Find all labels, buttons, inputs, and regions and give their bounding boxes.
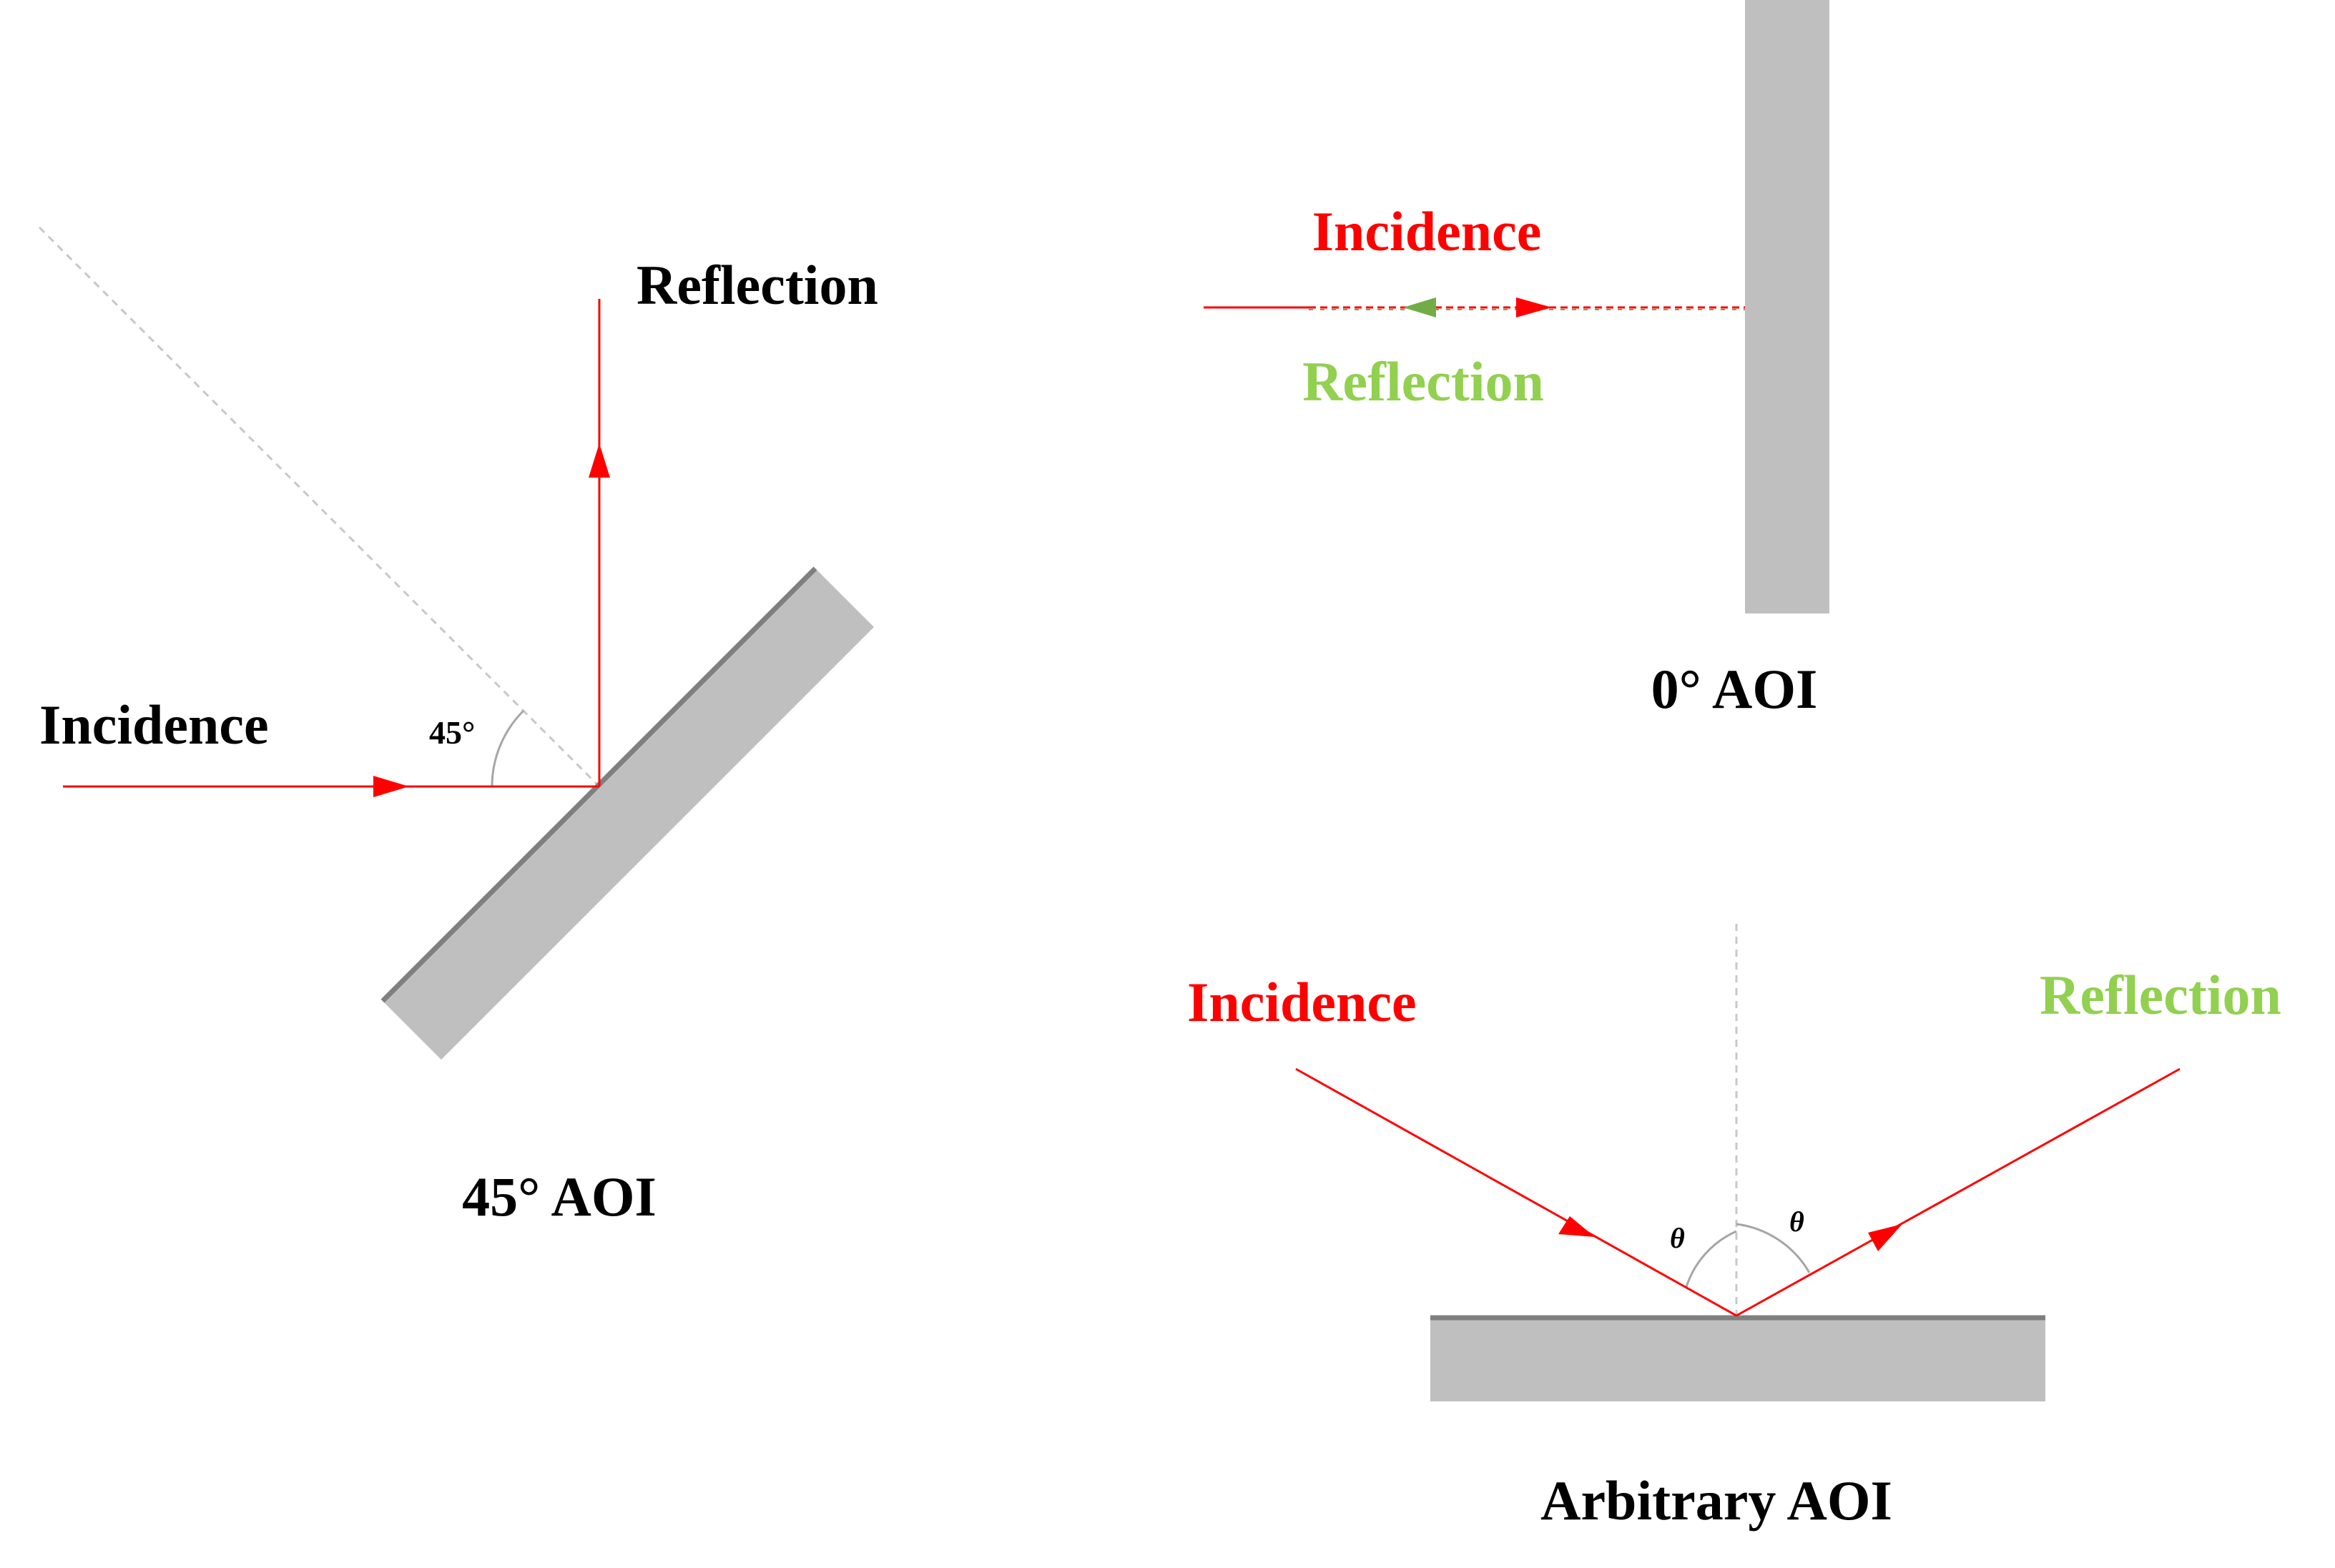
incidence-label: Incidence: [1187, 971, 1417, 1033]
angle-arc-right: [1736, 1223, 1811, 1273]
angle-label: 45°: [429, 714, 475, 751]
incidence-label: Incidence: [1312, 200, 1542, 262]
mirror-arbitrary: [1430, 1318, 2045, 1401]
panel-0-aoi: Incidence Reflection 0° AOI: [1204, 0, 1829, 720]
incident-arrowhead: [1558, 1216, 1595, 1237]
reflected-ray: [1736, 1067, 2181, 1317]
incident-arrowhead: [373, 776, 409, 797]
angle-label-left: θ: [1670, 1222, 1685, 1254]
reflection-label: Reflection: [2040, 964, 2281, 1026]
reflection-label: Reflection: [636, 254, 878, 316]
mirror-45: [383, 568, 874, 1060]
angle-label-right: θ: [1789, 1205, 1804, 1238]
normal-guide-line: [38, 226, 601, 788]
mirror-0: [1745, 0, 1829, 613]
caption: 0° AOI: [1651, 658, 1818, 720]
angle-arc: [491, 709, 525, 787]
reflection-label: Reflection: [1302, 350, 1544, 413]
angle-arc-left: [1685, 1230, 1737, 1288]
incident-ray: [1295, 1067, 1737, 1317]
panel-arbitrary-aoi: Incidence Reflection θ θ Arbitrary AOI: [1187, 924, 2281, 1532]
incidence-label: Incidence: [39, 694, 269, 756]
incident-arrowhead: [1516, 297, 1552, 317]
reflected-arrowhead: [1403, 297, 1436, 317]
caption: Arbitrary AOI: [1540, 1469, 1892, 1532]
reflected-arrowhead: [589, 443, 610, 478]
panel-45-aoi: Incidence Reflection 45° 45° AOI: [38, 226, 878, 1228]
reflected-arrowhead: [1868, 1224, 1902, 1251]
caption: 45° AOI: [462, 1165, 657, 1228]
